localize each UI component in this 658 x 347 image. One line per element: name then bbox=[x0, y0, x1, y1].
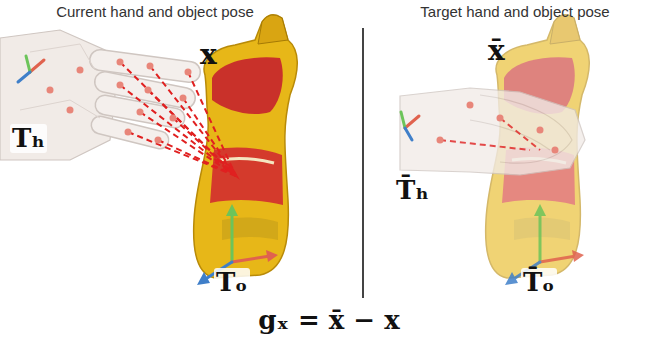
hand-frame bbox=[18, 56, 44, 82]
target-hand-frame bbox=[401, 112, 419, 140]
pose-symbol: T̄ₒ bbox=[521, 268, 557, 297]
mustard-bottle bbox=[194, 15, 298, 278]
correspondence-lines bbox=[120, 62, 236, 176]
target-correspondence bbox=[440, 118, 540, 150]
equation: gₓ = x̄ − x bbox=[258, 306, 399, 335]
hand bbox=[0, 30, 190, 160]
pose-symbol: T̄ₕ bbox=[394, 176, 431, 205]
arrow-head bbox=[226, 166, 240, 180]
divider bbox=[362, 28, 364, 298]
panel-heading: Current hand and object pose bbox=[56, 4, 254, 21]
target-keypoints bbox=[437, 102, 559, 154]
keypoint-symbol: x̄ bbox=[488, 36, 505, 67]
pose-symbol: Tₕ bbox=[10, 124, 47, 153]
pose-symbol: Tₒ bbox=[214, 268, 250, 297]
panel-heading: Target hand and object pose bbox=[420, 4, 609, 21]
keypoint-symbol: x bbox=[200, 40, 217, 71]
keypoints bbox=[47, 59, 192, 144]
target-hand bbox=[400, 88, 585, 175]
